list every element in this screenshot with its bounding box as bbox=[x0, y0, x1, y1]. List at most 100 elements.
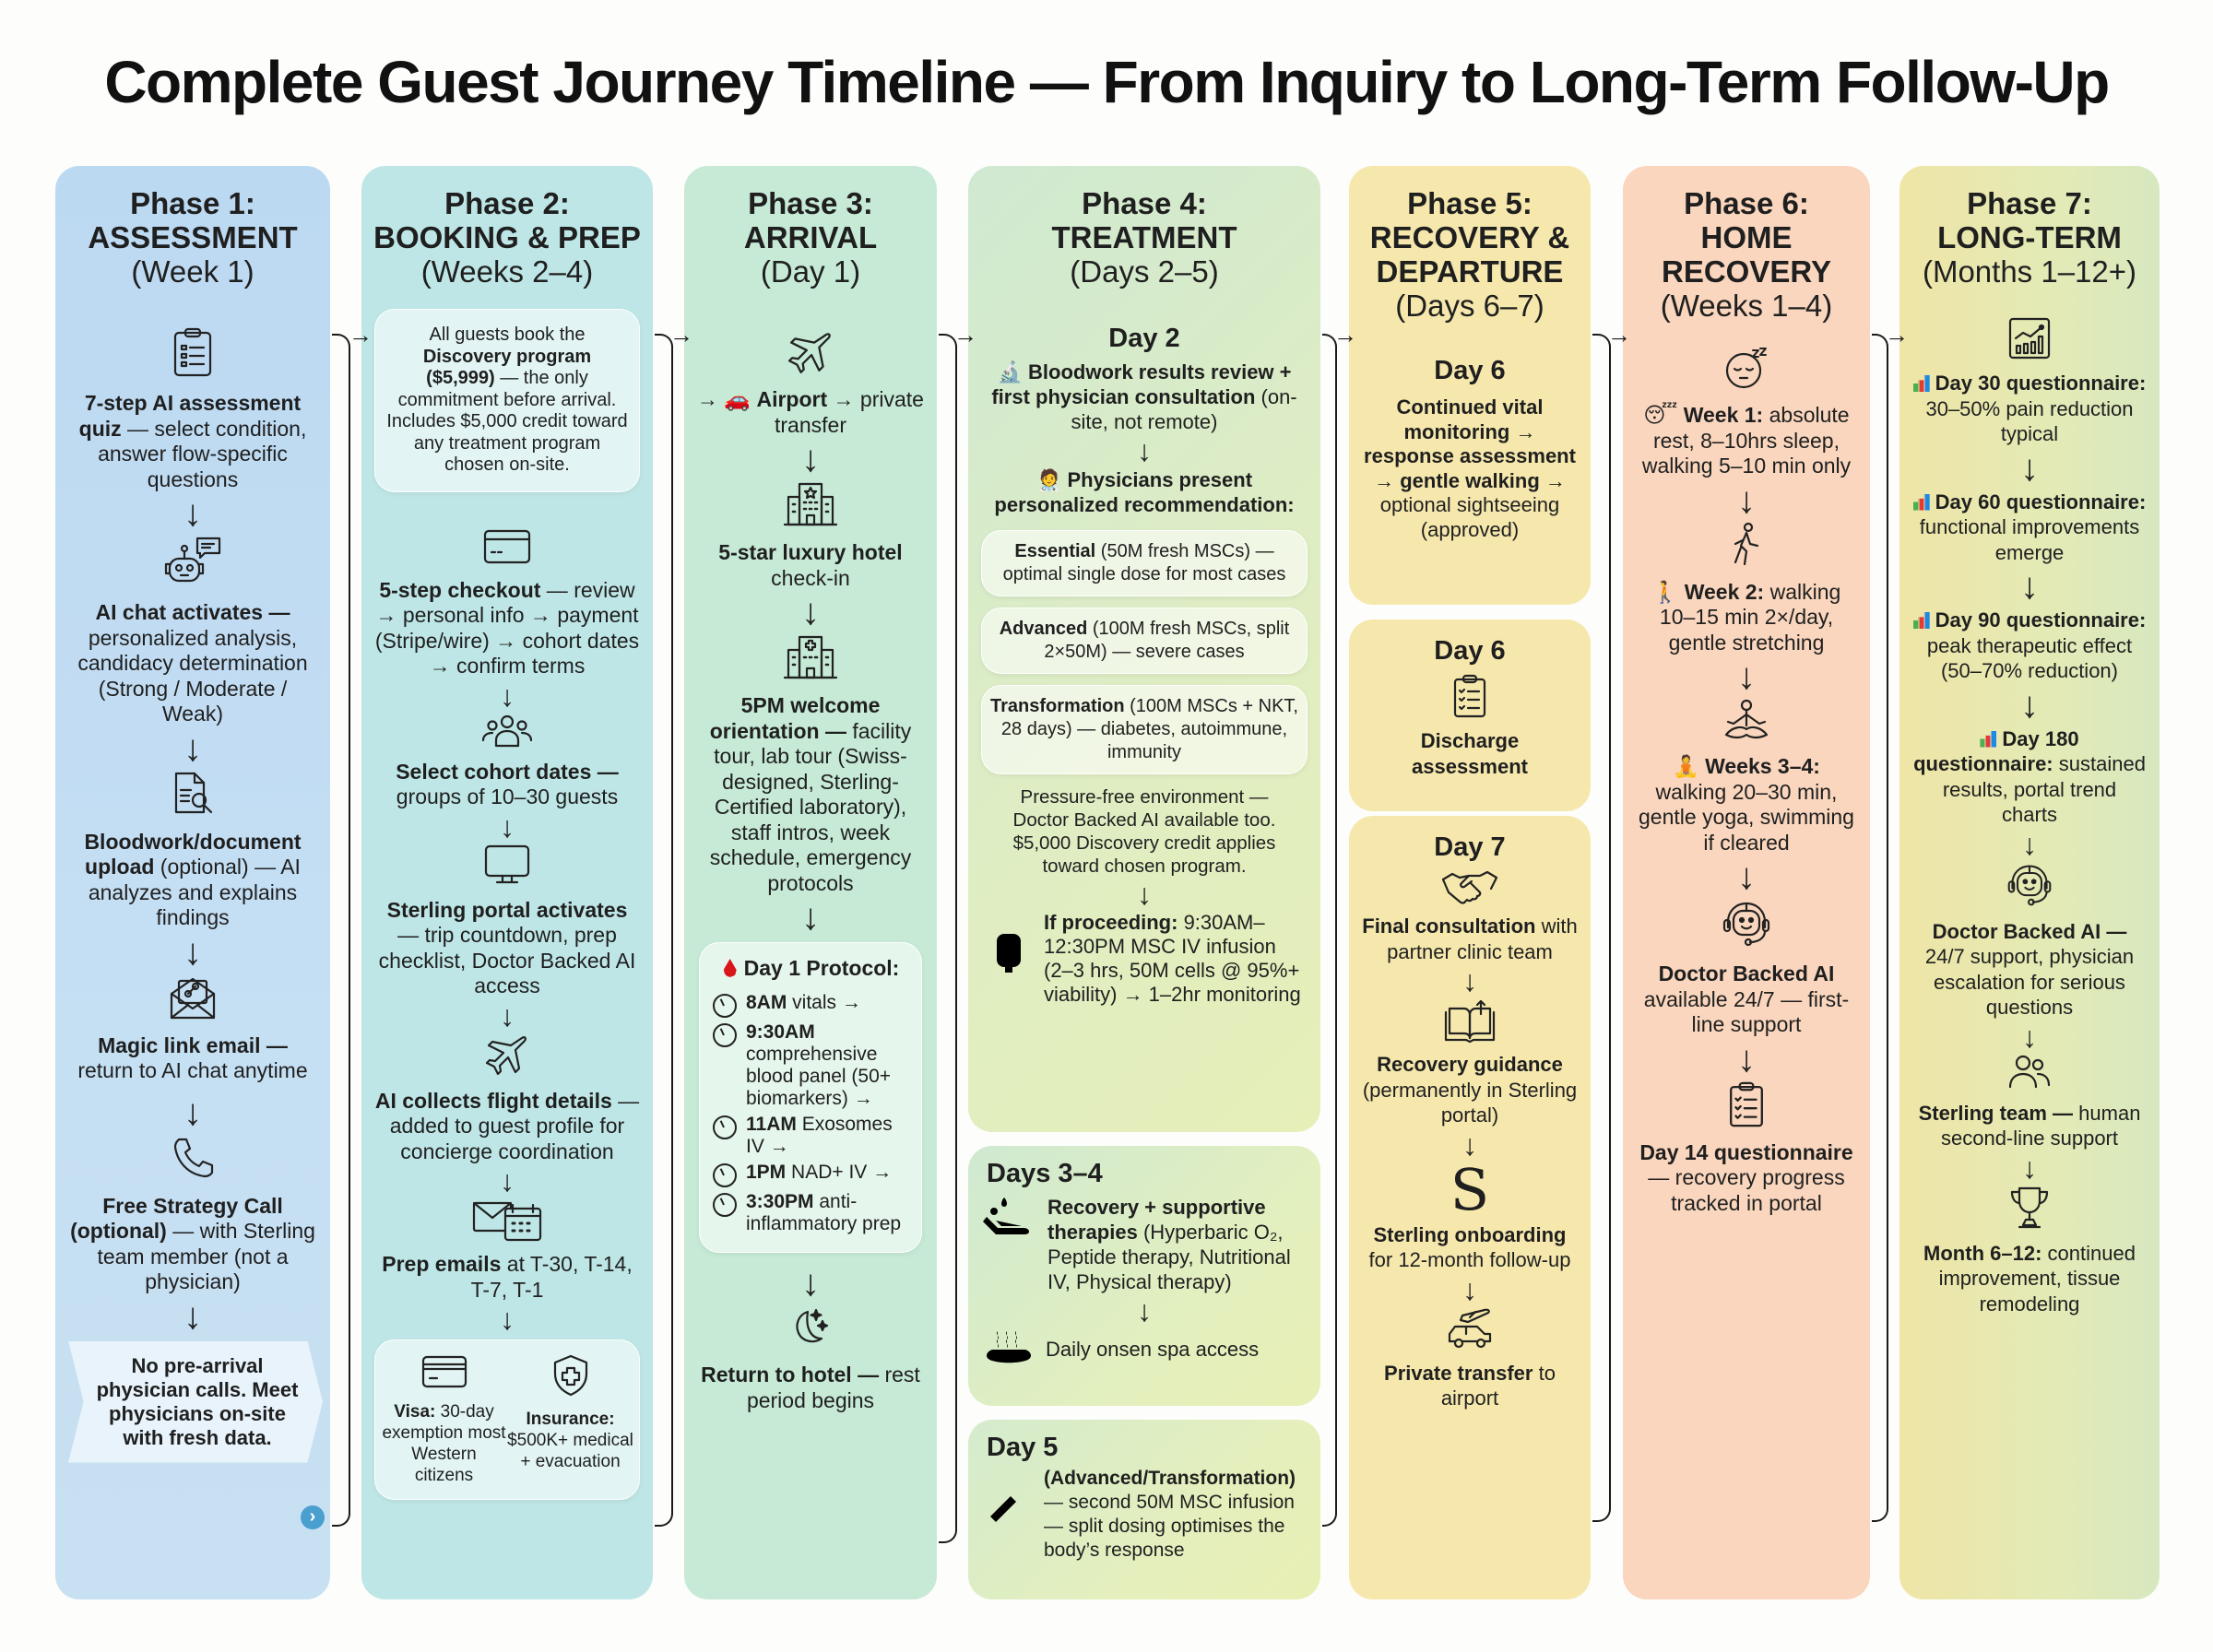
physicians-icon: 🧑‍⚕️ bbox=[1035, 468, 1068, 491]
days34-label: Days 3–4 bbox=[987, 1159, 1103, 1188]
clock-icon bbox=[713, 1193, 737, 1217]
protocol-title: Day 1 Protocol: bbox=[713, 956, 910, 981]
phase-number: Phase 6: bbox=[1684, 186, 1809, 220]
connector-phase3-phase4 bbox=[939, 334, 957, 1543]
phase-3-header: Phase 3: ARRIVAL (Day 1) bbox=[684, 186, 937, 289]
down-arrow-icon: ↓ bbox=[801, 592, 820, 632]
step-recovery-therapies: Recovery + supportive therapies (Hyperba… bbox=[968, 1189, 1320, 1294]
sleeping-face-icon bbox=[1623, 347, 1870, 395]
visa-info: Visa: 30-day exemption most Western citi… bbox=[381, 1353, 507, 1486]
step-weeks3-4: 🧘 Weeks 3–4: walking 20–30 min, gentle y… bbox=[1639, 754, 1854, 855]
down-arrow-icon: ↓ bbox=[2020, 566, 2039, 607]
step-magic-link: Magic link email — return to AI chat any… bbox=[77, 1032, 308, 1083]
phone-icon bbox=[55, 1134, 330, 1185]
ai-headset-icon bbox=[1899, 861, 2160, 914]
down-arrow-icon: ↓ bbox=[2022, 1150, 2037, 1185]
step-bloodwork-review: 🔬 Bloodwork results review + first physi… bbox=[991, 360, 1297, 433]
insurance-info: Insurance: $500K+ medical + evacuation bbox=[507, 1353, 633, 1486]
phase-5-day7-box: Day 7 Final consultation with partner cl… bbox=[1349, 816, 1591, 1599]
connector-phase1-phase2 bbox=[332, 334, 350, 1527]
phase-number: Phase 4: bbox=[1082, 186, 1207, 220]
phase-number: Phase 2: bbox=[444, 186, 570, 220]
checklist-clipboard-icon bbox=[1349, 674, 1591, 723]
clock-icon bbox=[713, 1115, 737, 1139]
down-arrow-icon: ↓ bbox=[801, 897, 820, 938]
phase-number: Phase 7: bbox=[1967, 186, 2092, 220]
down-arrow-icon: ↓ bbox=[2020, 447, 2039, 489]
airplane-icon bbox=[361, 1032, 653, 1081]
down-arrow-icon: ↓ bbox=[183, 1092, 202, 1133]
group-icon bbox=[361, 713, 653, 754]
down-arrow-icon: ↓ bbox=[801, 439, 820, 479]
down-arrow-icon: ↓ bbox=[1737, 1038, 1756, 1080]
bar-chart-icon bbox=[1980, 730, 1997, 748]
step-doctor-ai-longterm: Doctor Backed AI — 24/7 support, physici… bbox=[1924, 919, 2135, 1020]
step-week2: 🚶 Week 2: walking 10–15 min 2×/day, gent… bbox=[1651, 579, 1841, 655]
hot-spring-icon bbox=[983, 1328, 1035, 1371]
step-second-infusion: (Advanced/Transformation) — second 50M M… bbox=[968, 1463, 1320, 1563]
step-vital-monitoring: Continued vital monitoring → response as… bbox=[1364, 395, 1576, 541]
sterling-logo-icon: S bbox=[1450, 1155, 1490, 1223]
option-advanced: Advanced (100M fresh MSCs, split 2×50M) … bbox=[981, 608, 1308, 674]
connector-phase2-phase3 bbox=[655, 334, 673, 1527]
phase-duration: (Weeks 2–4) bbox=[420, 254, 594, 289]
phase-6-column: Phase 6: HOME RECOVERY (Weeks 1–4) 😴 Wee… bbox=[1623, 166, 1870, 1599]
step-cohort-dates: Select cohort dates — groups of 10–30 gu… bbox=[396, 759, 619, 809]
protocol-item: 1PM NAD+ IV → bbox=[713, 1162, 910, 1187]
down-arrow-icon: ↓ bbox=[500, 678, 515, 713]
phase-4-header: Phase 4: TREATMENT (Days 2–5) bbox=[968, 186, 1320, 289]
connector-arrow-icon: → bbox=[1885, 321, 1909, 348]
step-week1: 😴 Week 1: absolute rest, 8–10hrs sleep, … bbox=[1641, 403, 1852, 478]
connector-arrow-icon: → bbox=[669, 321, 693, 348]
phase-number: Phase 5: bbox=[1407, 186, 1533, 220]
step-recovery-guidance: Recovery guidance (permanently in Sterli… bbox=[1362, 1053, 1578, 1127]
credit-card-icon bbox=[361, 527, 653, 571]
phase-name: RECOVERY & DEPARTURE bbox=[1369, 220, 1570, 289]
down-arrow-icon: ↓ bbox=[1737, 856, 1756, 897]
down-arrow-icon: ↓ bbox=[500, 998, 515, 1032]
step-prep-emails: Prep emails at T-30, T-14, T-7, T-1 bbox=[382, 1252, 633, 1302]
phase-5-header: Phase 5: RECOVERY & DEPARTURE (Days 6–7) bbox=[1349, 186, 1591, 323]
email-calendar-icon bbox=[361, 1198, 653, 1246]
phase-duration: (Days 6–7) bbox=[1395, 289, 1544, 323]
step-flight-details: AI collects flight details — added to gu… bbox=[374, 1088, 640, 1163]
phase-number: Phase 1: bbox=[130, 186, 255, 220]
day6-label: Day 6 bbox=[1434, 636, 1506, 666]
down-arrow-icon: ↓ bbox=[1137, 434, 1152, 467]
step-final-consultation: Final consultation with partner clinic t… bbox=[1362, 914, 1578, 963]
chevron-right-icon[interactable]: › bbox=[301, 1505, 325, 1529]
bar-chart-icon bbox=[1912, 612, 1930, 629]
step-ai-chat: AI chat activates — personalized analysi… bbox=[77, 600, 308, 726]
phase-name: TREATMENT bbox=[1051, 220, 1237, 254]
document-search-icon bbox=[55, 770, 330, 822]
phase-2-header: Phase 2: BOOKING & PREP (Weeks 2–4) bbox=[361, 186, 653, 289]
step-if-proceeding: If proceeding: 9:30AM–12:30PM MSC IV inf… bbox=[968, 911, 1320, 1007]
callout-banner: No pre-arrival physician calls. Meet phy… bbox=[68, 1340, 323, 1463]
spa-recline-icon bbox=[983, 1197, 1035, 1294]
step-day30: Day 30 questionnaire: 30–50% pain reduct… bbox=[1899, 371, 2160, 447]
step-portal-activates: Sterling portal activates — trip countdo… bbox=[378, 897, 636, 998]
day2-label: Day 2 bbox=[1108, 324, 1180, 353]
connector-arrow-icon: → bbox=[953, 321, 977, 348]
step-assessment-quiz: 7-step AI assessment quiz — select condi… bbox=[78, 391, 307, 491]
step-airport-transfer: → 🚗 Airport → private transfer bbox=[697, 387, 924, 437]
step-return-hotel: Return to hotel — rest period begins bbox=[701, 1363, 920, 1412]
shield-plus-icon bbox=[507, 1353, 633, 1403]
down-arrow-icon: ↓ bbox=[1137, 878, 1152, 911]
step-sterling-onboarding: Sterling onboarding for 12-month follow-… bbox=[1368, 1222, 1571, 1272]
step-physicians-present: 🧑‍⚕️ Physicians present personalized rec… bbox=[994, 468, 1295, 516]
day1-protocol-card: Day 1 Protocol: 8AM vitals → 9:30AM comp… bbox=[699, 942, 922, 1253]
phase-name: HOME RECOVERY bbox=[1662, 220, 1831, 289]
step-onsen-spa: Daily onsen spa access bbox=[968, 1328, 1320, 1371]
phase-5-column: Phase 5: RECOVERY & DEPARTURE (Days 6–7)… bbox=[1349, 166, 1591, 605]
phase-duration: (Day 1) bbox=[760, 254, 861, 289]
protocol-item: 9:30AM comprehensive blood panel (50+ bi… bbox=[713, 1021, 910, 1110]
step-hotel-checkin: 5-star luxury hotel check-in bbox=[718, 540, 903, 590]
phase-5-discharge-box: Day 6 Discharge assessment bbox=[1349, 620, 1591, 811]
step-month-6-12: Month 6–12: continued improvement, tissu… bbox=[1923, 1241, 2136, 1316]
connector-arrow-icon: → bbox=[1607, 321, 1631, 348]
robot-chat-icon bbox=[55, 535, 330, 595]
phase-7-column: Phase 7: LONG-TERM (Months 1–12+) Day 30… bbox=[1899, 166, 2160, 1599]
callout-text: No pre-arrival physician calls. Meet phy… bbox=[96, 1353, 299, 1449]
step-day14-questionnaire: Day 14 questionnaire — recovery progress… bbox=[1639, 1139, 1853, 1215]
